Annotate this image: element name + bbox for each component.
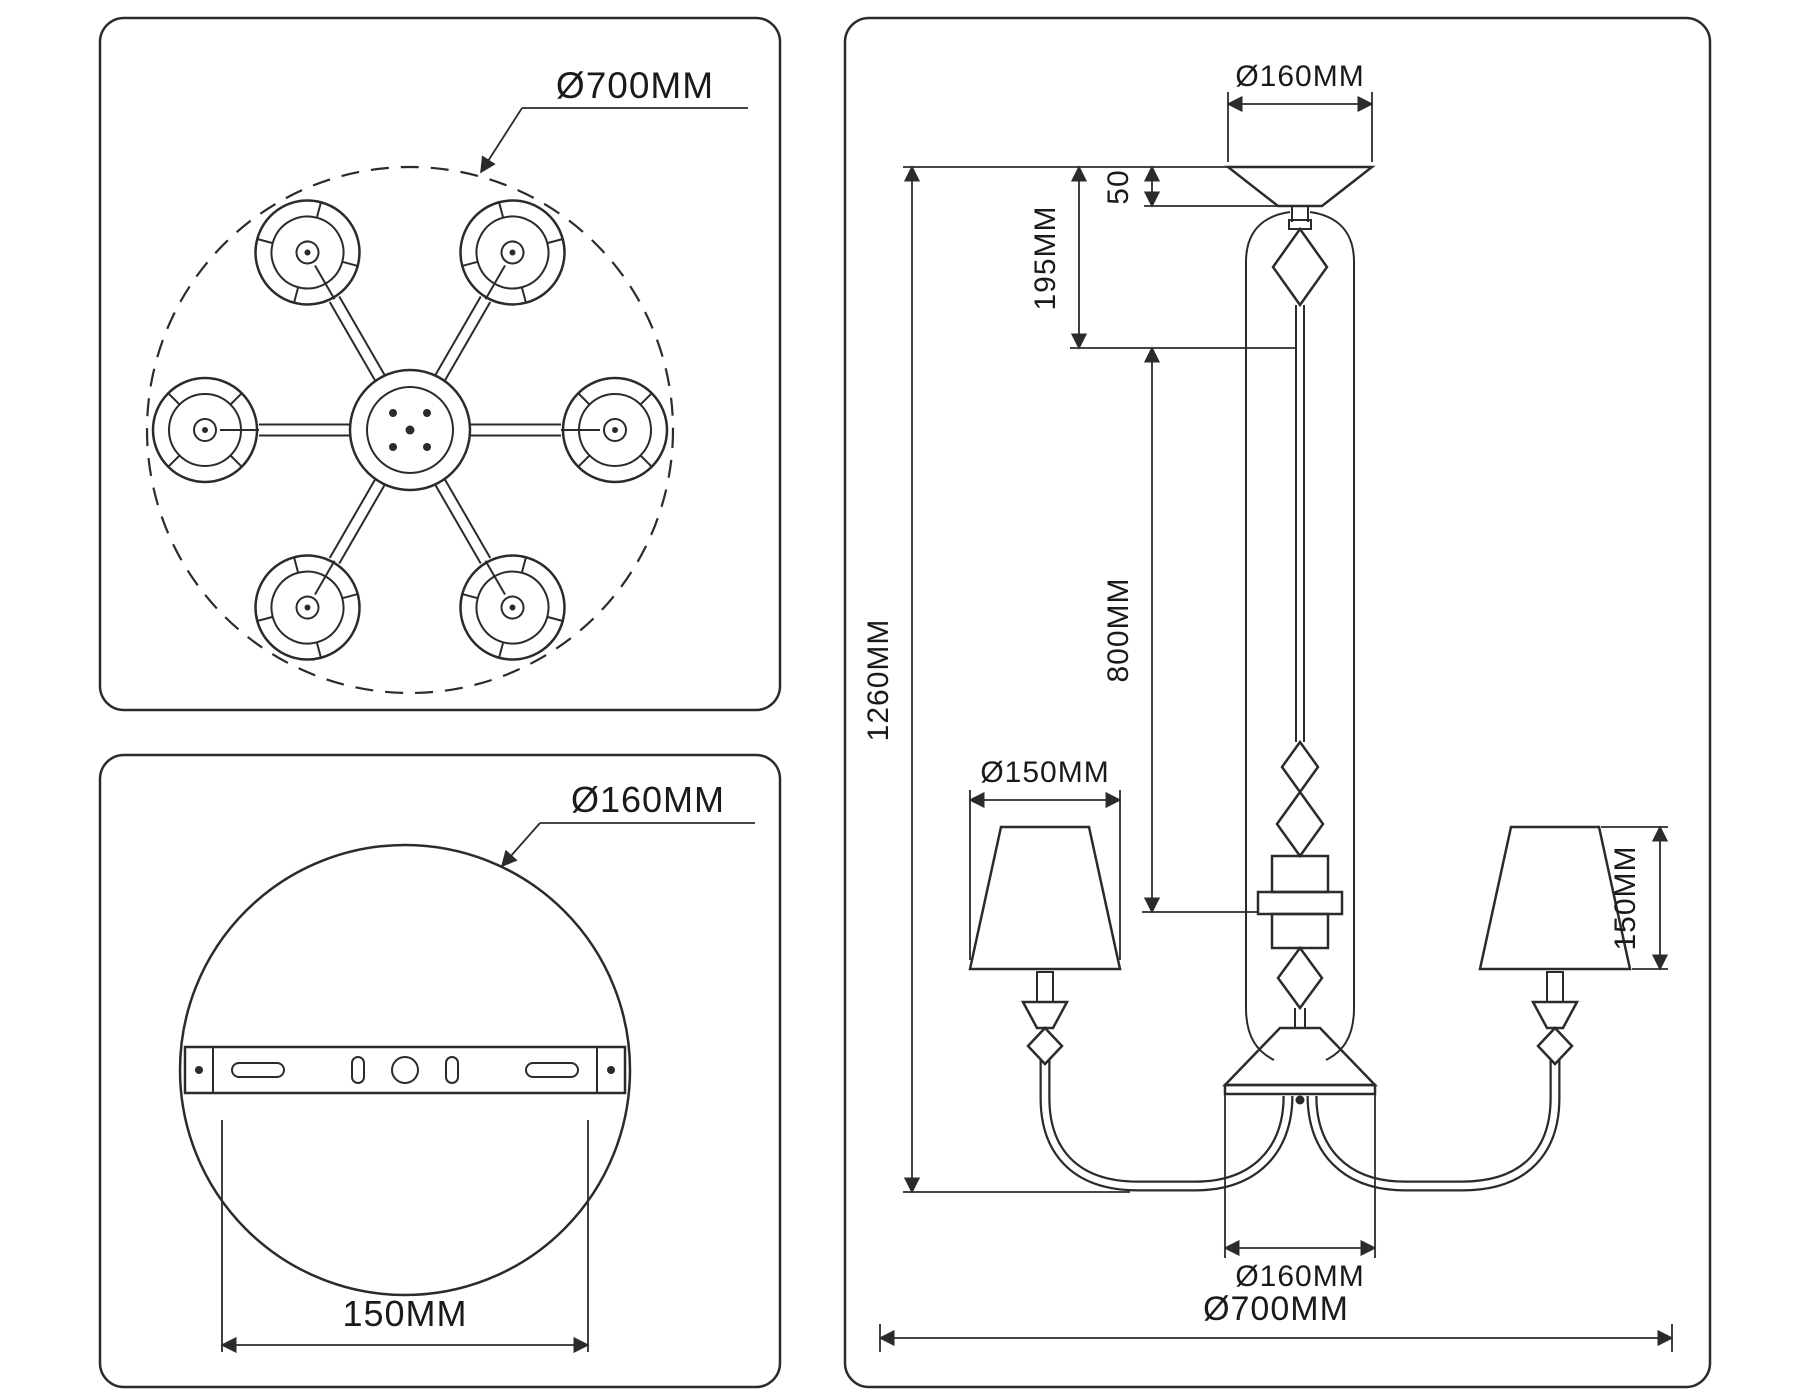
panel-top-view-border xyxy=(98,16,782,712)
bottom-finial xyxy=(1295,1095,1305,1105)
base-diameter-label: Ø160MM xyxy=(1235,1260,1364,1293)
stem-diamond-mid xyxy=(1275,789,1325,859)
stem-diamond-mid-small xyxy=(1280,739,1320,795)
bracket-center-hole xyxy=(391,1056,419,1084)
dim-base-diameter: Ø160MM xyxy=(1223,1095,1377,1293)
bracket-screw-dot-left xyxy=(195,1066,203,1074)
bracket-screw-dot-right xyxy=(607,1066,615,1074)
arm-right xyxy=(1306,1060,1561,1192)
stem-spool-upper xyxy=(1270,854,1330,894)
overall-diameter-callout: Ø700MM xyxy=(480,65,748,174)
ceiling-canopy xyxy=(1224,165,1376,208)
dim-total-height: 1260MM xyxy=(862,165,1130,1194)
bottom-bell-rim xyxy=(1223,1083,1377,1096)
stem-spool-lower xyxy=(1270,912,1330,950)
shade-diameter-label: Ø150MM xyxy=(980,756,1109,789)
stem-spool-flange xyxy=(1256,890,1344,916)
bracket-slot-left xyxy=(231,1062,285,1078)
leader-arrow xyxy=(500,822,541,868)
leader-arrow xyxy=(480,107,523,174)
suspension-rod-left xyxy=(1245,211,1291,1061)
lampshade-left xyxy=(968,825,1122,971)
lampshade-right xyxy=(1478,825,1632,971)
rod-drop-label: 800MM xyxy=(1102,577,1135,682)
suspension-rod-right xyxy=(1309,211,1355,1061)
top-view-drawing: Ø700MM xyxy=(145,65,748,695)
canopy-diameter-label: Ø160MM xyxy=(1235,60,1364,93)
bracket-width-dimension: 150MM xyxy=(220,1120,590,1354)
shade-height-label: 150MM xyxy=(1609,845,1642,950)
bracket-width-label: 150MM xyxy=(342,1293,467,1334)
mounting-bracket xyxy=(183,1045,627,1095)
dim-shade-height: 150MM xyxy=(1601,825,1669,971)
hub-top-view xyxy=(348,368,472,492)
bottom-bell xyxy=(1222,1026,1378,1087)
panel-side-view-border xyxy=(843,16,1712,1389)
mount-view-drawing: Ø160MM 150MM xyxy=(178,779,755,1354)
stem-diamond-top xyxy=(1271,226,1329,308)
dim-rod-drop: 800MM xyxy=(1102,346,1258,914)
bracket-keyhole-right xyxy=(445,1056,459,1084)
candle-holder-left xyxy=(1020,971,1070,1066)
bracket-slot-right xyxy=(525,1062,579,1078)
bracket-keyhole-left xyxy=(351,1056,365,1084)
dim-canopy-diameter: Ø160MM xyxy=(1226,60,1374,162)
side-view-drawing: Ø160MM 50 195MM 800MM 1260MM xyxy=(862,60,1674,1352)
dim-canopy-height: 50 xyxy=(1102,165,1282,208)
canopy-circle xyxy=(178,843,632,1297)
dim-shade-diameter: Ø150MM xyxy=(968,756,1122,960)
arm-left xyxy=(1039,1060,1294,1192)
stem-diamond-bottom xyxy=(1276,945,1324,1011)
overall-width-label: Ø700MM xyxy=(1203,1290,1349,1328)
dim-upper-drop: 195MM xyxy=(1029,165,1296,350)
canopy-diameter-callout: Ø160MM xyxy=(500,779,755,868)
arms xyxy=(1039,1060,1561,1192)
candle-holder-right xyxy=(1530,971,1580,1066)
panel-mount-view-border xyxy=(98,753,782,1389)
overall-diameter-dashed-circle xyxy=(145,165,675,695)
dim-overall-width: Ø700MM xyxy=(878,1290,1674,1352)
canopy-height-label: 50 xyxy=(1102,169,1135,204)
total-height-label: 1260MM xyxy=(862,619,895,742)
mount-view-diameter-label: Ø160MM xyxy=(571,779,725,820)
upper-drop-label: 195MM xyxy=(1029,205,1062,310)
top-view-diameter-label: Ø700MM xyxy=(556,65,714,106)
